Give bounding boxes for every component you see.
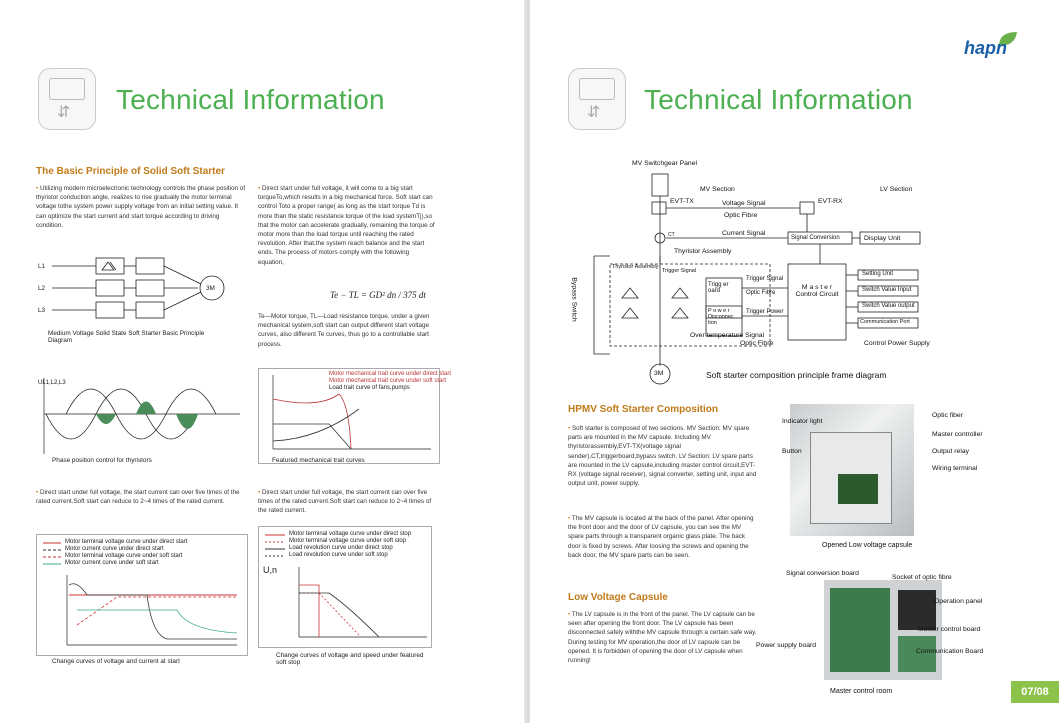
- label-trigger-signal-2: Trigger Signal: [746, 276, 784, 282]
- label-mv-section: MV Section: [700, 186, 735, 193]
- fig1-label-motor: 3M: [206, 285, 215, 292]
- photo1-indicator: Indicator light: [782, 418, 823, 425]
- lv-capsule-photo: [790, 404, 914, 536]
- lv-capsule-paragraph: • The LV capsule is in the front of the …: [568, 611, 757, 665]
- photo1-wiring: Wiring terminal: [932, 465, 978, 472]
- page-gutter: [524, 0, 532, 723]
- master-control-photo: [824, 580, 942, 680]
- composition-title: HPMV Soft Starter Composition: [568, 404, 719, 415]
- page-title: Technical Information: [116, 84, 385, 115]
- mechanical-trait-chart: Motor mechanical trait curve under direc…: [258, 368, 451, 464]
- fig2-caption: Phase position control for thyristors: [52, 457, 152, 464]
- diagram-caption: Soft starter composition principle frame…: [706, 370, 887, 380]
- fig3-caption: Featured mechanical trait curves: [272, 457, 365, 464]
- phase-control-chart: UL1,L2,L3: [36, 374, 244, 464]
- paragraph-4: • Direct start under full voltage, the s…: [36, 489, 240, 506]
- photo1-optic: Optic fiber: [932, 412, 963, 419]
- fig1-caption: Medium Voltage Solid State Soft Starter …: [48, 330, 205, 344]
- label-optic-fibre-2: Optic Fibre: [746, 290, 776, 296]
- fig3-legend-1: Motor mechanical trait curve under direc…: [329, 371, 452, 377]
- fig1-label-l3: L3: [38, 307, 46, 314]
- torque-equation: Te − TL = GD² dn / 375 dt: [330, 290, 426, 300]
- fig4-legend-3: Motor terminal voltage curve under soft …: [65, 553, 183, 559]
- photo1-master: Master controller: [932, 431, 983, 438]
- principle-diagram: L1 L2 L3 3M: [36, 252, 244, 324]
- fig5-legend-1: Motor terminal voltage curve under direc…: [289, 531, 412, 537]
- label-lv-section: LV Section: [880, 186, 913, 193]
- fig4-legend-1: Motor terminal voltage curve under direc…: [65, 539, 188, 545]
- label-current-signal: Current Signal: [722, 230, 766, 237]
- left-page: ⇵ Technical Information The Basic Princi…: [0, 0, 526, 723]
- paragraph-5: • Direct start under full voltage, the s…: [258, 489, 432, 515]
- leaf-logo-icon: [999, 32, 1017, 46]
- label-control-power: Control Power Supply: [864, 340, 930, 347]
- page-number: 07/08: [1011, 681, 1059, 703]
- paragraph-1: • Utilizing modern microelectronic techn…: [36, 185, 246, 229]
- fig4-legend-4: Motor current curve under soft start: [65, 560, 159, 566]
- label-power-disconnection: P o w e r Disconnec tion: [708, 308, 734, 326]
- thyristor-circuit-icon: [52, 257, 225, 319]
- voltage-current-chart: Motor terminal voltage curve under direc…: [36, 534, 248, 656]
- label-display-unit: Display Unit: [864, 235, 901, 242]
- label-thyristor-assembly: Thyristor Assembly: [674, 248, 732, 255]
- label-trigger-signal: Trigger Signal: [662, 268, 697, 274]
- fig1-label-l2: L2: [38, 285, 46, 292]
- label-master-control: M a s t e r Control Circuit: [795, 284, 839, 298]
- composition-paragraph-2: • The MV capsule is located at the back …: [568, 515, 754, 559]
- photo1-output: Output relay: [932, 448, 970, 455]
- fig5-legend-4: Load revolution curve under soft stop: [289, 552, 388, 558]
- fig4-legend-2: Motor current curve under direct start: [65, 546, 164, 552]
- fig3-legend-2: Motor mechanical trait curve under soft …: [329, 378, 447, 384]
- label-voltage-signal: Voltage Signal: [722, 200, 766, 207]
- fig4-caption: Change curves of voltage and current at …: [52, 658, 180, 665]
- label-thyristor-small: Thyristor Assembly: [612, 264, 659, 270]
- tech-logo-icon: ⇵: [38, 68, 96, 130]
- label-mv-panel: MV Switchgear Panel: [632, 160, 697, 167]
- right-page: hapn ⇵ Technical Information: [530, 0, 1059, 723]
- label-signal-conversion: Signal Conversion: [791, 235, 840, 241]
- voltage-speed-chart: Motor terminal voltage curve under direc…: [258, 526, 432, 648]
- label-bypass-switch: Bypass Switch: [570, 277, 578, 322]
- fig5-ylabel: U,n: [263, 565, 278, 575]
- fig5-caption: Change curves of voltage and speed under…: [276, 652, 424, 666]
- photo1-button: Button: [782, 448, 802, 455]
- photo2-master: Master control board: [918, 626, 981, 633]
- label-trigger-board: Trigg er oard: [708, 282, 729, 294]
- label-trigger-power: Trigger Power: [746, 309, 784, 315]
- label-evt-tx: EVT-TX: [670, 198, 694, 205]
- fig1-label-l1: L1: [38, 263, 46, 270]
- label-communication-port: Communication Port: [860, 319, 910, 325]
- fig5-legend-3: Load revolution curve under direct stop: [289, 545, 393, 551]
- fig3-legend-3: Load trait curve of fans,pumps: [329, 385, 410, 391]
- photo2-comm: Communication Board: [916, 648, 984, 655]
- photo2-caption: Master control room: [830, 688, 893, 695]
- photo2-operation: Operation panel: [934, 598, 983, 605]
- label-switch-input: Switch Value Input: [862, 287, 912, 293]
- label-motor: 3M: [654, 370, 664, 377]
- photo2-signal: Signal conversion board: [786, 570, 859, 577]
- photo2-power: Power supply board: [756, 642, 817, 649]
- label-optic-fibre: Optic Fibre: [724, 212, 758, 219]
- tech-logo-icon-right: ⇵: [568, 68, 626, 130]
- lv-capsule-title: Low Voltage Capsule: [568, 592, 668, 603]
- section-title: The Basic Principle of Solid Soft Starte…: [36, 166, 225, 177]
- photo1-caption: Opened Low voltage capsule: [822, 542, 913, 549]
- fig5-legend-2: Motor terminal voltage curve under soft …: [289, 538, 407, 544]
- fig2-ylabel: UL1,L2,L3: [38, 380, 66, 386]
- composition-diagram: MV Switchgear Panel MV Section LV Sectio…: [570, 156, 950, 388]
- page-title-right: Technical Information: [644, 84, 913, 115]
- paragraph-2: • Direct start under full voltage, it wi…: [258, 185, 435, 266]
- label-evt-rx: EVT-RX: [818, 198, 843, 205]
- label-setting-unit: Setting Unit: [862, 271, 894, 277]
- label-ct: CT: [668, 232, 675, 238]
- label-switch-output: Switch Value output: [862, 303, 915, 309]
- photo2-socket: Socket of optic fibre: [892, 574, 952, 581]
- brand-logo: hapn: [964, 38, 1007, 58]
- composition-paragraph-1: • Soft starter is composed of two sectio…: [568, 425, 757, 488]
- label-over-temp: Over temperature Signal: [690, 332, 765, 339]
- paragraph-3: Te—Motor torque, TL—Load resistance torq…: [258, 313, 430, 348]
- label-optic-fibre-3: Optic Fibre: [740, 340, 774, 347]
